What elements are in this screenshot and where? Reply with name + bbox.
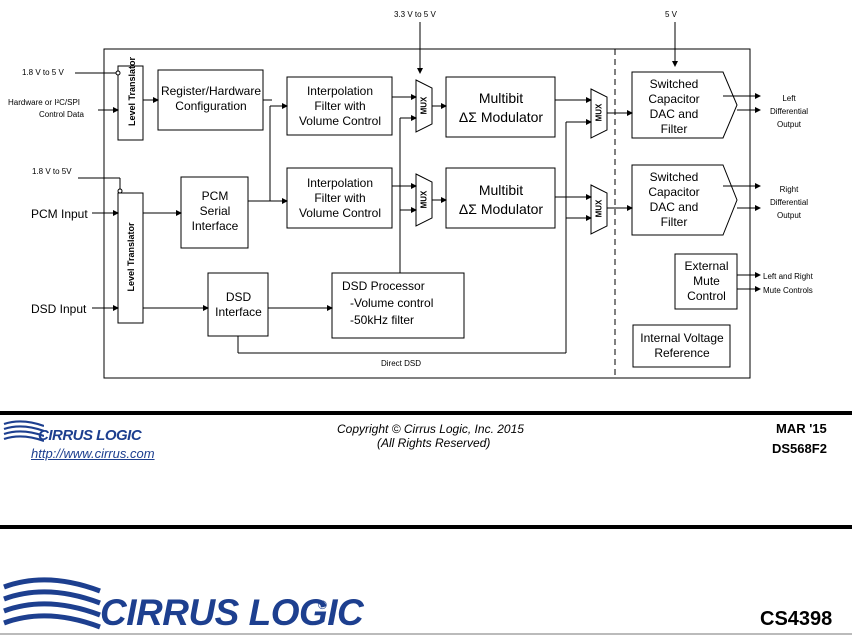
level-translator-top-box [117,65,144,141]
part-number: CS4398 [760,608,833,630]
level-translator-main-box [117,192,144,324]
supply-label-dac: 5 V [665,10,678,19]
mux-1-label: MUX [419,96,429,115]
document-id: DS568F2 [772,441,827,456]
supply-label-pcm: 1.8 V to 5V [32,167,72,176]
copyright-text: Copyright © Cirrus Logic, Inc. 2015 [337,422,524,436]
mux-4-label: MUX [594,199,604,218]
dsd-processor-label: DSD Processor -Volume control -50kHz fil… [342,279,434,327]
supply-label-control: 1.8 V to 5 V [22,68,64,77]
cirrus-logo-large-text: CIRRUS LOGIC [100,592,364,633]
supply-label-top: 3.3 V to 5 V [394,10,436,19]
mux-2-label: MUX [419,190,429,209]
control-input-label-2: Control Data [39,110,84,119]
direct-dsd-label: Direct DSD [381,359,422,368]
block-diagram [75,22,761,379]
cirrus-logo-small-text: CIRRUS LOGIC [38,427,142,444]
rights-text: (All Rights Reserved) [377,436,491,450]
dac-left-box [631,71,738,139]
cirrus-logo-large-icon [2,575,102,635]
footer-rule [0,411,852,415]
mux-1 [415,79,433,133]
registered-mark: ® [318,598,327,612]
pcm-input-label: PCM Input [31,207,88,221]
level-translator-main-label: Level Translator [126,222,136,292]
header-rule-bottom [0,633,852,635]
revision-date: MAR '15 [776,421,827,436]
cirrus-logo-small-icon [2,420,45,444]
dsd-input-label: DSD Input [31,302,87,316]
external-mute-box [674,253,738,310]
control-input-label: Hardware or I²C/SPI [8,98,81,107]
cirrus-website-link[interactable]: http://www.cirrus.com [31,446,155,461]
header-rule-top [0,525,852,529]
voltage-ref-box [632,324,731,368]
mux-3-label: MUX [594,103,604,122]
dac-right-box [631,164,738,236]
level-translator-top-label: Level Translator [127,56,137,126]
